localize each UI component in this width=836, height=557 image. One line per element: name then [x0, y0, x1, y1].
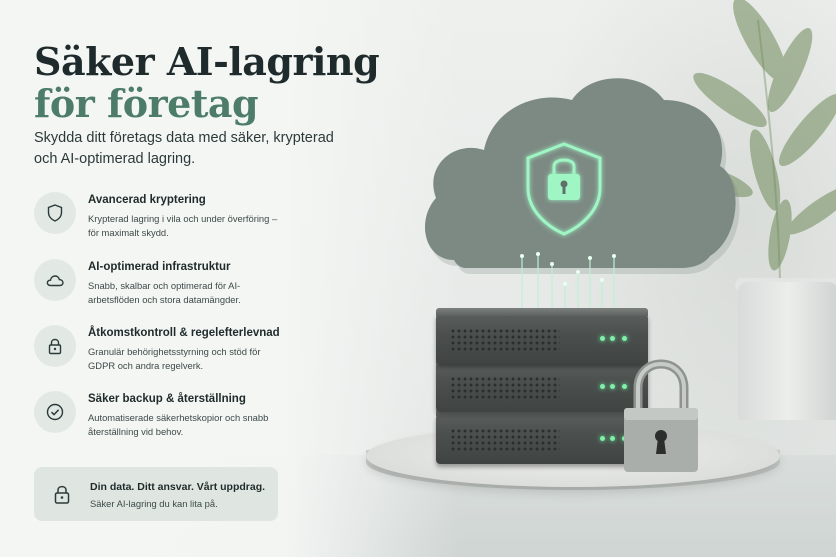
feature-item-access-control: Åtkomstkontroll & regelefterlevnad Granu…: [34, 325, 334, 381]
cloud-icon: [34, 259, 76, 301]
page-title: Säker AI-lagring: [34, 39, 380, 84]
cloud-icon: [424, 78, 740, 275]
feature-item-backup: Säker backup & återställning Automatiser…: [34, 391, 334, 447]
shield-icon: [34, 192, 76, 234]
server-unit-middle: [436, 356, 648, 412]
page-title-accent: för företag: [34, 81, 259, 126]
plant-pot: [738, 282, 836, 420]
trust-banner: Din data. Ditt ansvar. Vårt uppdrag. Säk…: [34, 467, 278, 521]
feature-item-infrastructure: AI-optimerad infrastruktur Snabb, skalba…: [34, 259, 334, 315]
feature-title: Säker backup & återställning: [88, 393, 246, 405]
banner-title: Din data. Ditt ansvar. Vårt uppdrag.: [90, 481, 266, 493]
feature-description: Automatiserade säkerhetskopior och snabb…: [88, 412, 269, 437]
check-circle-icon: [34, 391, 76, 433]
feature-title: AI-optimerad infrastruktur: [88, 261, 231, 273]
feature-description: Snabb, skalbar och optimerad för AI-arbe…: [88, 280, 241, 305]
server-unit-top: [436, 308, 648, 364]
banner-description: Säker AI-lagring du kan lita på.: [90, 498, 218, 509]
data-beams: [520, 252, 616, 312]
server-unit-bottom: [436, 408, 648, 464]
feature-description: Krypterad lagring i vila och under överf…: [88, 213, 278, 238]
padlock-icon: [624, 359, 698, 472]
feature-title: Avancerad kryptering: [88, 194, 206, 206]
feature-description: Granulär behörighetsstyrning och stöd fö…: [88, 346, 261, 371]
feature-item-encryption: Avancerad kryptering Krypterad lagring i…: [34, 192, 334, 248]
plant-icon: [677, 0, 836, 281]
feature-title: Åtkomstkontroll & regelefterlevnad: [88, 327, 280, 339]
lock-icon: [54, 485, 70, 504]
lock-icon: [34, 325, 76, 367]
page-subtitle: Skydda ditt företags data med säker, kry…: [34, 130, 334, 167]
